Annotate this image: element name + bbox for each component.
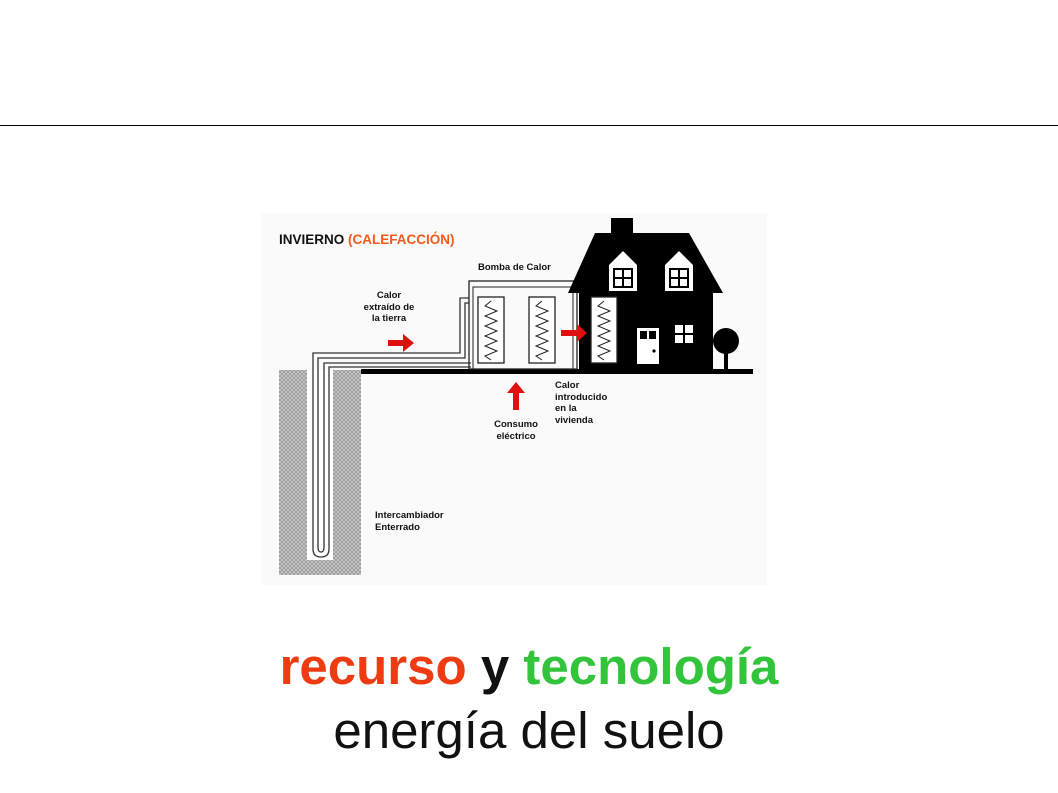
condenser-coil: [590, 296, 618, 364]
buried-exchanger-label: Intercambiador Enterrado: [375, 510, 444, 533]
pipe-loop-return: [323, 362, 471, 370]
mode-label: (CALEFACCIÓN): [348, 232, 455, 247]
caption-headline: recurso y tecnología: [0, 637, 1058, 697]
u-loop-pipe-outer: [312, 370, 330, 558]
heat-extracted-arrow: [388, 334, 414, 352]
tree-trunk: [724, 351, 728, 369]
house: [568, 218, 723, 369]
caption-word-technology: tecnología: [523, 638, 779, 695]
pipe-loop-return-2: [328, 366, 471, 370]
pipe-to-heat-pump-upper: [312, 297, 469, 370]
heat-extracted-label: Calor extraído de la tierra: [363, 290, 415, 325]
heat-pump-inner-outline: [472, 286, 574, 370]
season-label: INVIERNO: [279, 232, 345, 247]
ground-surface-line: [361, 369, 753, 374]
electric-consumption-arrow: [507, 382, 525, 410]
heat-introduced-label: Calor introducido en la vivienda: [555, 380, 608, 426]
caption-word-and: y: [480, 638, 510, 695]
heat-pump-label: Bomba de Calor: [478, 262, 551, 273]
heat-introduced-arrow: [561, 324, 587, 342]
pipe-to-heat-pump-lower: [317, 302, 469, 370]
u-loop-pipe-inner: [317, 370, 325, 553]
electric-consumption-label: Consumo eléctrico: [494, 419, 538, 442]
house-body: [606, 293, 713, 369]
caption-word-resource: recurso: [279, 638, 467, 695]
diagram-title: INVIERNO (CALEFACCIÓN): [279, 232, 455, 247]
diagram-graphic: [279, 218, 753, 575]
tree-canopy: [713, 328, 739, 354]
evaporator-zigzag: [483, 300, 499, 361]
condenser-zigzag: [596, 300, 612, 361]
compressor-zigzag: [534, 300, 550, 361]
house-roof: [568, 218, 723, 293]
top-divider-line: [0, 125, 1058, 126]
caption-subtitle: energía del suelo: [333, 702, 725, 759]
geothermal-heat-pump-diagram: INVIERNO (CALEFACCIÓN) Bomba de Calor Ca…: [261, 213, 767, 585]
